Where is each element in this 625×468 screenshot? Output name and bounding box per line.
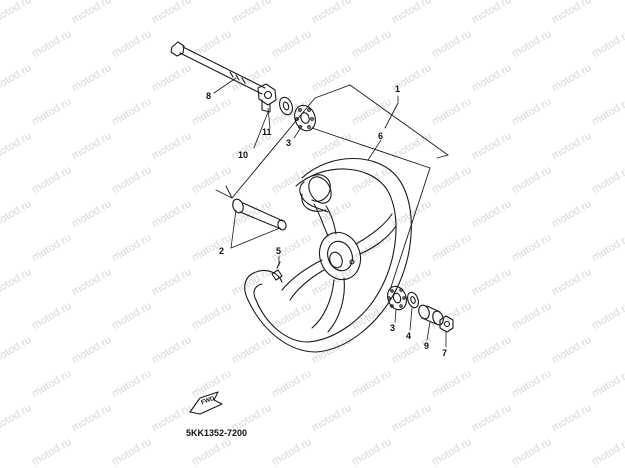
axle-nut bbox=[439, 315, 454, 333]
drawing-code: 5KK1352-7200 bbox=[186, 428, 248, 438]
valve-stem bbox=[271, 261, 283, 281]
washer bbox=[279, 96, 293, 116]
callout-3-upper: 3 bbox=[286, 138, 292, 148]
callout-7: 7 bbox=[442, 348, 448, 358]
collar bbox=[418, 304, 444, 326]
callout-3-lower: 3 bbox=[390, 323, 396, 333]
speedometer-gear-unit bbox=[257, 83, 277, 113]
callout-11: 11 bbox=[262, 127, 272, 137]
callout-2: 2 bbox=[219, 246, 225, 256]
tire bbox=[244, 158, 412, 353]
spacer-collar bbox=[232, 198, 287, 231]
callout-6: 6 bbox=[378, 131, 384, 141]
forward-arrow-icon bbox=[189, 391, 223, 415]
callout-4: 4 bbox=[406, 331, 412, 341]
callout-9: 9 bbox=[424, 341, 430, 351]
callout-8: 8 bbox=[206, 91, 212, 101]
axle-bolt bbox=[170, 41, 266, 95]
bearing-lower bbox=[387, 285, 407, 311]
wheel-rim bbox=[281, 174, 397, 333]
callout-5: 5 bbox=[276, 246, 282, 256]
callout-10: 10 bbox=[238, 150, 249, 160]
assembly-frame-lines bbox=[215, 84, 449, 291]
oil-seal bbox=[407, 291, 419, 309]
callout-1: 1 bbox=[395, 84, 401, 94]
leader-lines bbox=[213, 77, 447, 348]
